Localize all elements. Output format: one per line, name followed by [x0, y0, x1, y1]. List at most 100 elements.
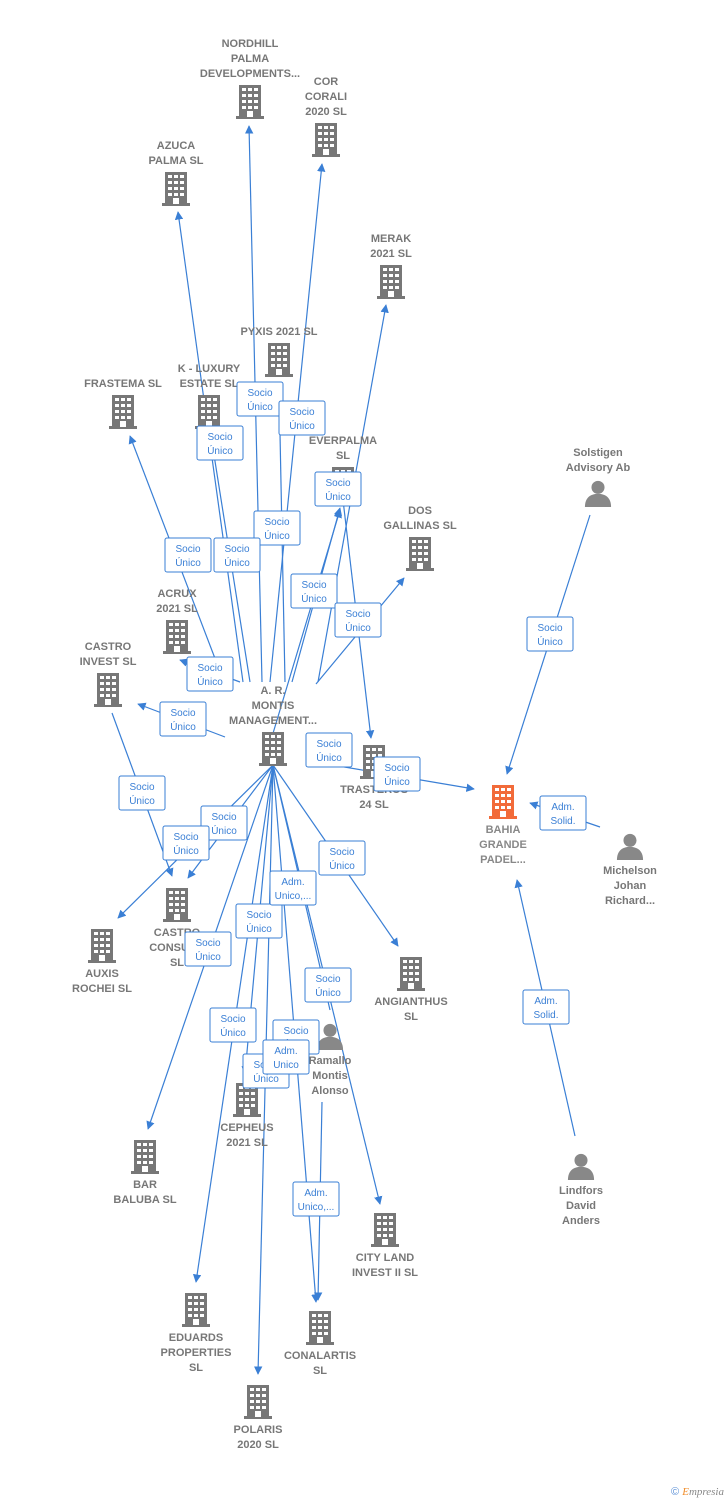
edge-label[interactable]: Adm.Unico,...: [292, 1181, 340, 1217]
edge-label-text: Único: [197, 675, 223, 688]
edge-label-box: [196, 425, 244, 461]
node-label: CASTRO: [85, 641, 132, 653]
node-label: ANGIANTHUS: [374, 996, 447, 1008]
node-michelson[interactable]: MichelsonJohanRichard...: [603, 833, 657, 907]
node-pyxis[interactable]: PYXIS 2021 SL: [240, 326, 318, 377]
edge-label-box: [213, 537, 261, 573]
edge-label-text: Único: [224, 556, 250, 569]
edges-layer: [111, 125, 601, 1375]
node-label: DEVELOPMENTS...: [200, 68, 300, 80]
node-label: GRANDE: [479, 839, 527, 851]
node-nordhill[interactable]: NORDHILL PALMA DEVELOPMENTS...: [200, 38, 300, 119]
person-icon: [584, 480, 612, 507]
edge-label-text: Único: [247, 400, 273, 413]
node-label: Richard...: [605, 895, 655, 907]
node-kluxury[interactable]: K - LUXURY ESTATE SL: [178, 363, 241, 429]
node-label: MERAK: [371, 233, 411, 245]
node-label: FRASTEMA SL: [84, 378, 162, 390]
building-icon: [162, 172, 190, 206]
building-icon: [163, 620, 191, 654]
node-label: K - LUXURY: [178, 363, 241, 375]
node-label: A. R.: [260, 685, 285, 697]
edge-label-text: Único: [537, 635, 563, 648]
node-label: ROCHEI SL: [72, 983, 132, 995]
node-label: CITY LAND: [356, 1252, 415, 1264]
footer-brand[interactable]: © Empresia: [671, 1486, 724, 1498]
node-label: PALMA: [231, 53, 269, 65]
edge-label-text: Socio: [325, 478, 350, 489]
node-castroinvest[interactable]: CASTRO INVEST SL: [80, 641, 137, 707]
edge-label-box: [373, 756, 421, 792]
edge-label[interactable]: Adm.Solid.: [522, 989, 570, 1025]
edge-label[interactable]: Adm.Unico: [262, 1039, 310, 1075]
node-label: ESTATE SL: [180, 378, 239, 390]
node-frastema[interactable]: FRASTEMA SL: [84, 378, 162, 429]
person-icon: [616, 833, 644, 860]
node-label: AZUCA: [157, 140, 196, 152]
building-icon: [371, 1213, 399, 1247]
node-armontis[interactable]: A. R.MONTISMANAGEMENT...: [229, 685, 317, 766]
node-label: 24 SL: [359, 799, 389, 811]
edge-label-text: Único: [264, 529, 290, 542]
node-label: Ramallo: [309, 1055, 352, 1067]
edge-label[interactable]: Adm.Solid.: [539, 795, 587, 831]
edge-label-text: Socio: [345, 609, 370, 620]
edge-label-box: [235, 903, 283, 939]
node-label: CONALARTIS: [284, 1350, 356, 1362]
node-label: Lindfors: [559, 1185, 603, 1197]
node-bahia[interactable]: BAHIAGRANDEPADEL...: [479, 785, 527, 866]
edge-label-text: Socio: [195, 938, 220, 949]
edge-label[interactable]: Adm.Unico,...: [269, 870, 317, 906]
node-label: NORDHILL: [222, 38, 279, 50]
edge-label-text: Único: [170, 720, 196, 733]
copyright-icon: ©: [671, 1486, 680, 1498]
edge-label-text: Socio: [173, 832, 198, 843]
node-label: INVEST SL: [80, 656, 137, 668]
edge-label-text: Único: [253, 1072, 279, 1085]
edge-label-box: [292, 1181, 340, 1217]
edge-label-box: [269, 870, 317, 906]
building-icon: [195, 395, 223, 429]
node-label: POLARIS: [234, 1424, 283, 1436]
node-label: Anders: [562, 1215, 600, 1227]
